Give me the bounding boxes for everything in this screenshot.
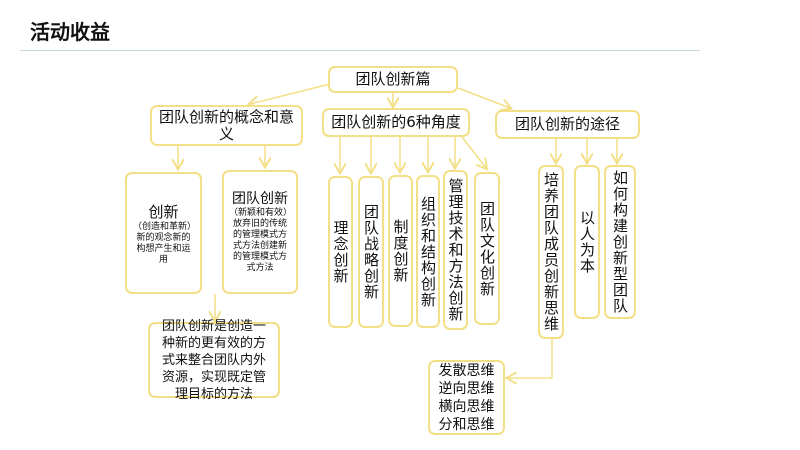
slide-title: 活动收益: [30, 20, 110, 44]
definition-node: 团队创新是创造一种新的更有效的方式来整合团队内外资源，实现既定管理目标的方法: [148, 319, 280, 402]
angle-item: 团队文化创新: [474, 172, 500, 325]
angle-label: 理念创新: [331, 220, 350, 284]
thinking-item: 分和思维: [438, 416, 495, 433]
team-innovation-node: 团队创新 （新颖和有效） 放弃旧的传统的管理模式方式方法创建新的管理模式方式方法: [222, 170, 298, 294]
angles-label: 团队创新的6种角度: [331, 113, 461, 131]
thinking-item: 逆向思维: [438, 380, 495, 397]
angles-node: 团队创新的6种角度: [322, 108, 470, 137]
concept-node: 团队创新的概念和意义: [150, 105, 303, 146]
team-innovation-sub: （新颖和有效）: [229, 207, 293, 218]
paths-node: 团队创新的途径: [495, 110, 640, 139]
path-item: 如何构建创新型团队: [604, 165, 636, 319]
team-innovation-desc: 放弃旧的传统的管理模式方式方法创建新的管理模式方式方法: [232, 218, 287, 273]
root-node: 团队创新篇: [328, 66, 458, 93]
thinking-node: 发散思维 逆向思维 横向思维 分和思维: [428, 360, 505, 435]
angle-label: 组织和结构创新: [419, 195, 437, 308]
thinking-item: 横向思维: [438, 398, 495, 415]
concept-label: 团队创新的概念和意义: [158, 107, 294, 143]
title-divider: [20, 50, 700, 51]
path-item: 培养团队成员创新思维: [538, 165, 564, 339]
innovation-desc: 新的观念新的构想产生和运用: [136, 232, 191, 265]
path-label: 以人为本: [578, 210, 596, 274]
angle-label: 团队文化创新: [478, 200, 496, 297]
team-innovation-title: 团队创新: [232, 190, 288, 207]
innovation-sub: （创造和革新）: [133, 221, 197, 232]
definition-text: 团队创新是创造一种新的更有效的方式来整合团队内外资源，实现既定管理目标的方法: [161, 318, 266, 402]
innovation-node: 创新 （创造和革新） 新的观念新的构想产生和运用: [125, 172, 202, 294]
angle-item: 理念创新: [328, 176, 353, 328]
angle-item: 管理技术和方法创新: [443, 170, 468, 330]
path-label: 培养团队成员创新思维: [542, 172, 560, 332]
thinking-item: 发散思维: [438, 362, 495, 379]
paths-label: 团队创新的途径: [514, 115, 620, 133]
path-label: 如何构建创新型团队: [611, 170, 629, 314]
path-item: 以人为本: [574, 165, 600, 319]
angle-label: 管理技术和方法创新: [446, 178, 465, 322]
angle-label: 制度创新: [391, 219, 410, 283]
root-label: 团队创新篇: [355, 70, 431, 88]
angle-item: 团队战略创新: [358, 176, 384, 328]
innovation-title: 创新: [148, 202, 179, 221]
angle-item: 制度创新: [388, 175, 413, 327]
angle-item: 组织和结构创新: [416, 175, 440, 328]
angle-label: 团队战略创新: [362, 204, 380, 300]
